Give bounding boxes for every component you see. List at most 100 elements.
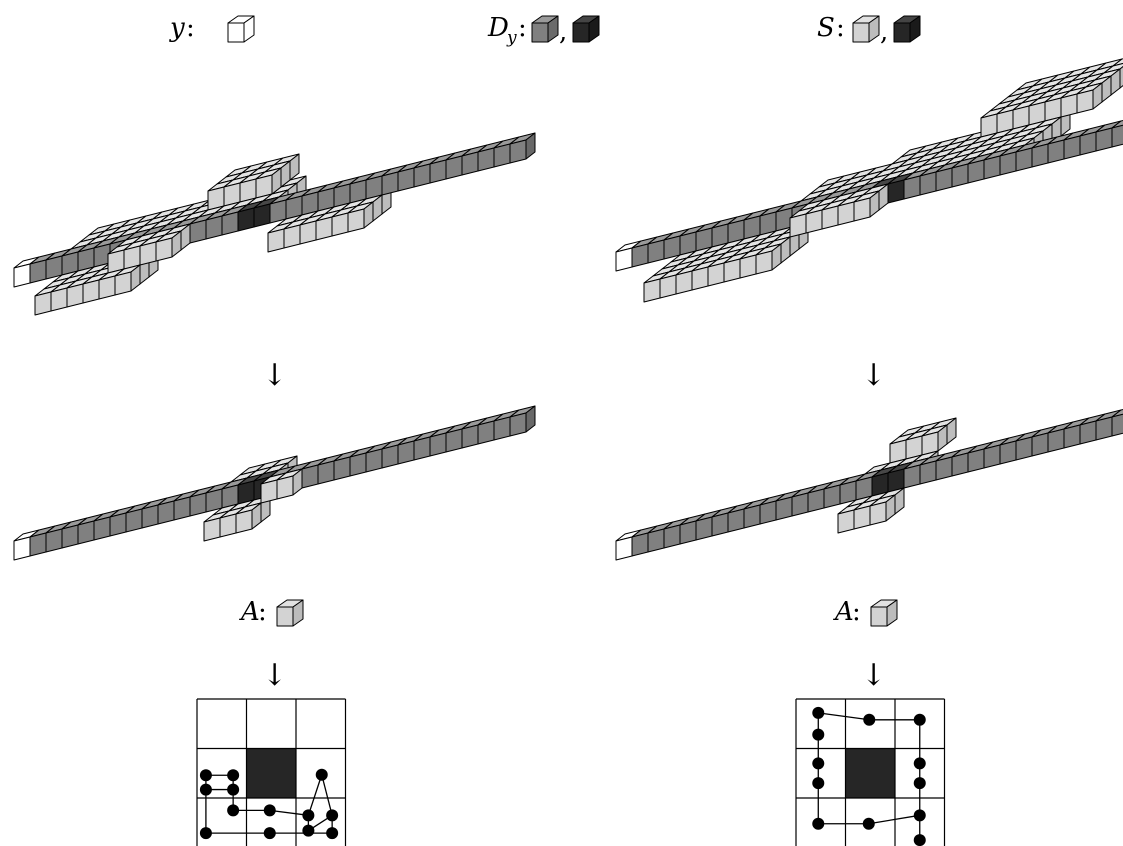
- cube-front-face: [235, 509, 253, 534]
- path-node: [913, 834, 926, 846]
- cube-front-face: [509, 139, 527, 164]
- y-colon: :: [186, 13, 195, 43]
- down-arrow-icon: ↓: [861, 658, 886, 693]
- light-cube-icon: [852, 15, 880, 43]
- cube-side-face: [171, 230, 182, 258]
- cube-front-face: [903, 464, 921, 489]
- cube-front-face: [739, 254, 757, 279]
- cube-front-face: [114, 271, 132, 296]
- cube-front-face: [381, 171, 399, 196]
- path-node: [812, 777, 825, 790]
- cube-side-face: [525, 405, 536, 433]
- cube-front-face: [61, 524, 79, 549]
- cube-front-face: [477, 147, 495, 172]
- cube-front-face: [155, 237, 173, 262]
- light-cube: [853, 190, 880, 222]
- cube-front-face: [615, 247, 633, 272]
- cube-side-face: [937, 424, 948, 452]
- path-node: [227, 783, 240, 796]
- cube-front-face: [13, 263, 31, 288]
- blocked-cell: [246, 748, 296, 798]
- path-node: [227, 769, 240, 782]
- cube-front-face: [34, 291, 52, 316]
- path-node: [326, 827, 339, 840]
- cube-front-face: [509, 412, 527, 437]
- light-cube: [235, 502, 262, 534]
- path-edge: [818, 712, 870, 721]
- cube-front-face: [821, 205, 839, 230]
- cube-front-face: [413, 163, 431, 188]
- cube-front-face: [853, 505, 871, 530]
- cube-front-face: [999, 440, 1017, 465]
- cube-front-face: [807, 488, 825, 513]
- cube-front-face: [139, 241, 157, 266]
- cube-front-face: [429, 159, 447, 184]
- cube-front-face: [253, 203, 271, 228]
- mid-gray-cube-icon: [531, 15, 559, 43]
- cube-front-face: [141, 504, 159, 529]
- cube-front-face: [493, 416, 511, 441]
- path-node: [199, 769, 212, 782]
- cube-front-face: [887, 179, 905, 204]
- cube-front-face: [397, 167, 415, 192]
- light-cube: [276, 468, 303, 500]
- header-dy: D y : ,: [487, 13, 600, 48]
- dark-cube-icon: [893, 15, 921, 43]
- path-node: [199, 827, 212, 840]
- cube-front-face: [711, 512, 729, 537]
- cube-front-face: [125, 508, 143, 533]
- cube-front-face: [45, 528, 63, 553]
- cube-front-face: [1031, 432, 1049, 457]
- cube-front-face: [919, 171, 937, 196]
- cube-front-face: [77, 520, 95, 545]
- path-node: [913, 713, 926, 726]
- light-cube: [347, 201, 374, 233]
- cube-front-face: [647, 239, 665, 264]
- cube-front-face: [477, 420, 495, 445]
- white-cube-icon: [227, 15, 255, 43]
- cube-front-face: [951, 163, 969, 188]
- cube-front-face: [967, 448, 985, 473]
- path-edge: [269, 809, 309, 816]
- cube-front-face: [82, 279, 100, 304]
- path-node: [913, 757, 926, 770]
- cube-front-face: [347, 208, 365, 233]
- a-colon: :: [852, 597, 861, 627]
- path-grid-right: [795, 698, 946, 846]
- cube-side-face: [771, 243, 782, 271]
- cube-front-face: [1047, 139, 1065, 164]
- cube-front-face: [260, 479, 278, 504]
- cube-front-face: [869, 501, 887, 526]
- cube-front-face: [837, 201, 855, 226]
- cube-front-face: [999, 151, 1017, 176]
- cube-front-face: [173, 496, 191, 521]
- cube-front-face: [13, 536, 31, 561]
- mid-cube: [1111, 408, 1123, 437]
- dy-subscript: y: [506, 28, 517, 48]
- cube-front-face: [205, 488, 223, 513]
- cube-front-face: [283, 224, 301, 249]
- cube-front-face: [839, 480, 857, 505]
- voxel-structure-left-middle: [13, 405, 536, 561]
- cube-front-face: [429, 432, 447, 457]
- cube-top-face: [1112, 58, 1123, 67]
- blocked-cell: [845, 748, 895, 798]
- cube-front-face: [615, 536, 633, 561]
- a-label: A: [239, 597, 260, 627]
- cube-front-face: [663, 524, 681, 549]
- cube-front-face: [967, 159, 985, 184]
- cube-front-face: [675, 270, 693, 295]
- cube-front-face: [413, 436, 431, 461]
- path-node: [263, 804, 276, 817]
- dark-cube-icon: [572, 15, 600, 43]
- cube-front-face: [349, 452, 367, 477]
- s-colon: :: [836, 13, 845, 43]
- a-colon: :: [258, 597, 267, 627]
- cube-front-face: [743, 504, 761, 529]
- cube-side-face: [251, 502, 262, 530]
- cube-front-face: [276, 475, 294, 500]
- light-cube: [869, 494, 896, 526]
- cube-front-face: [631, 243, 649, 268]
- mid-cube: [1111, 119, 1123, 148]
